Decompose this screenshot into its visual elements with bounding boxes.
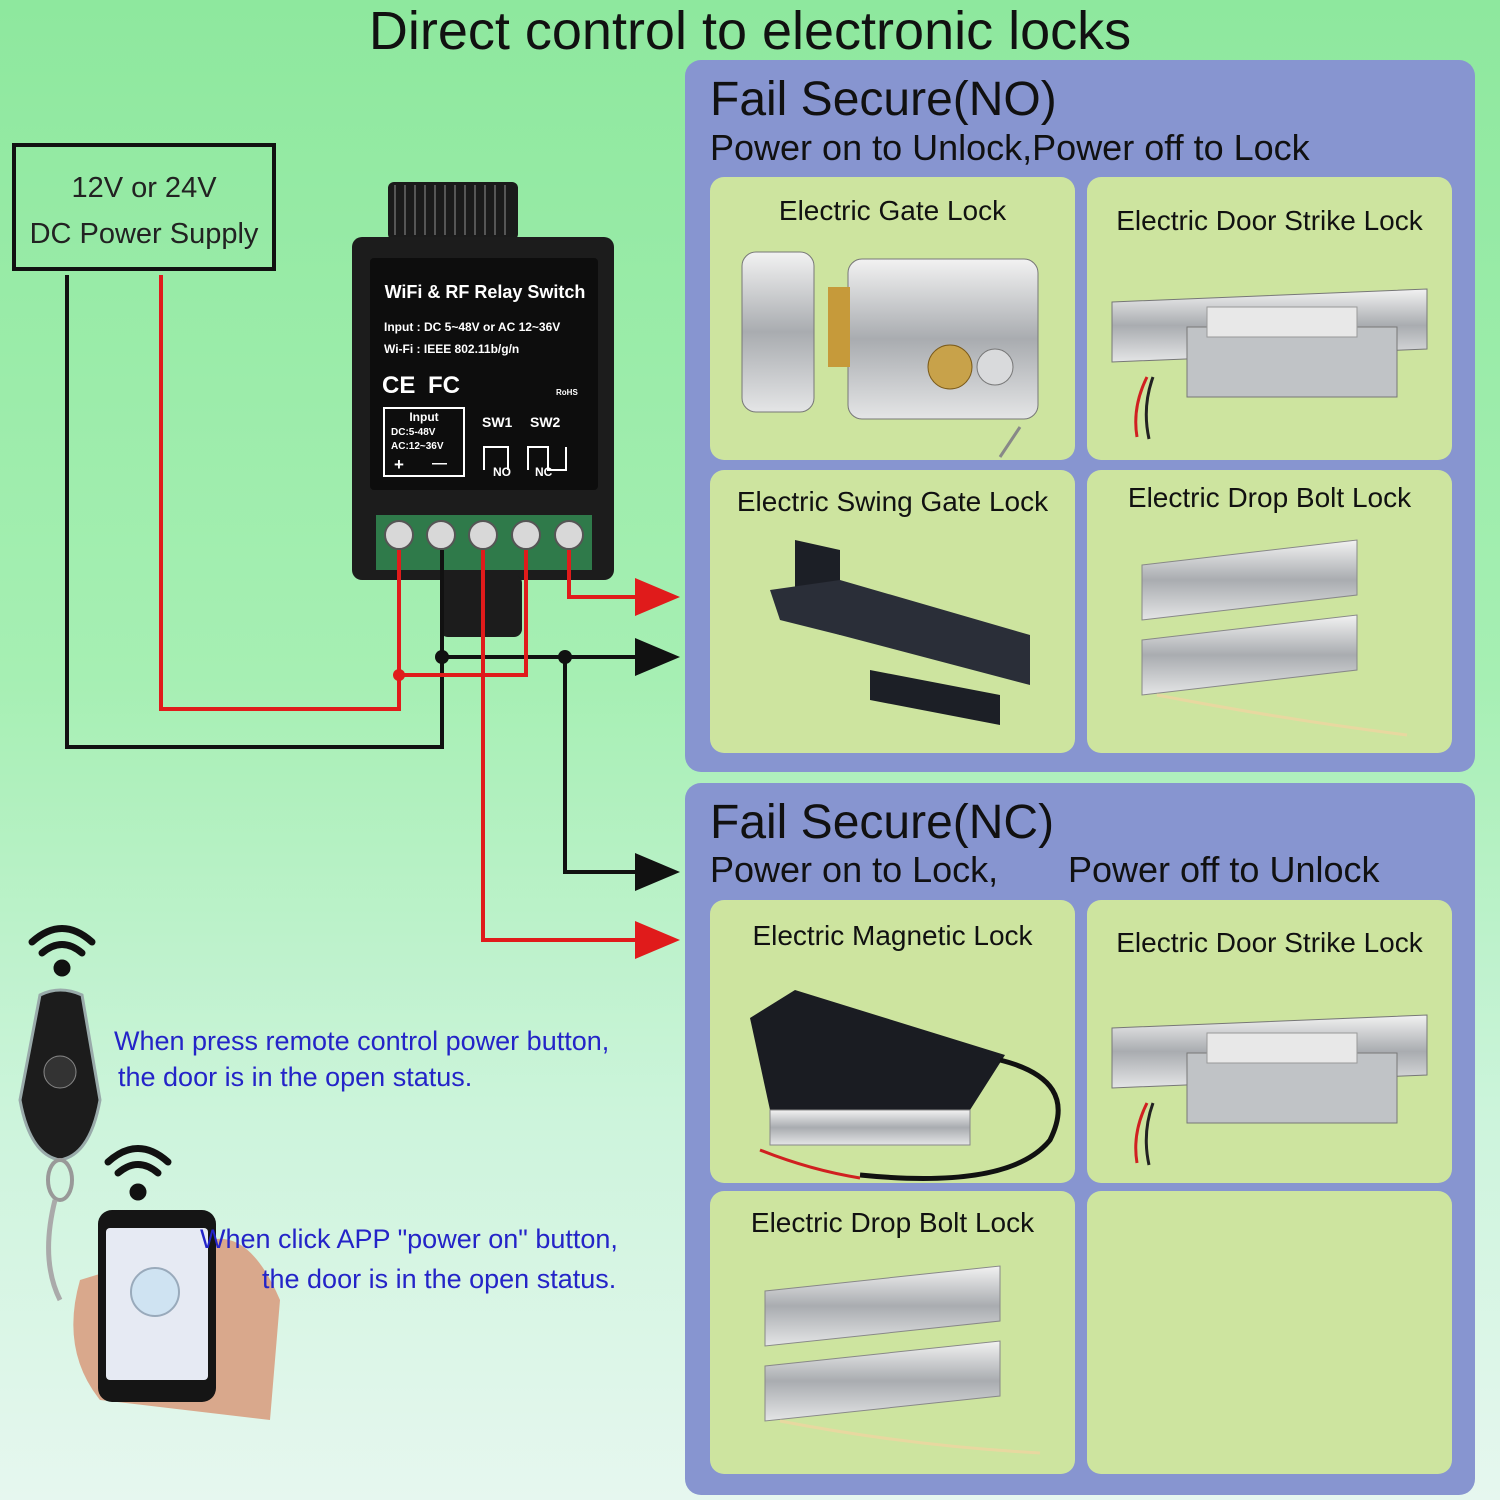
no-label: NO [493,465,511,479]
card-label: Electric Door Strike Lock [1116,927,1423,958]
antenna-coil-icon [388,182,518,240]
arrow-icon [635,921,680,959]
relay-wifi-spec: Wi-Fi : IEEE 802.11b/g/n [384,342,520,356]
card-label: Electric Magnetic Lock [752,920,1033,951]
junction-dot [393,669,405,681]
panel-nc-subtitle-a: Power on to Lock, [710,849,999,890]
input-box-ac: AC:12~36V [391,441,444,452]
card-label: Electric Drop Bolt Lock [1127,482,1412,513]
terminal-screws [384,520,584,550]
black-wires [65,275,640,874]
power-supply-label: DC Power Supply [29,218,259,250]
card-electric-magnetic-lock: Electric Magnetic Lock [710,900,1075,1183]
power-supply-box: 12V or 24V DC Power Supply [12,143,276,271]
drop-bolt-lock-image [1141,539,1408,737]
wifi-icon [104,1145,172,1201]
panel-nc-title: Fail Secure(NC) [710,796,1055,849]
input-plus: + [394,455,404,474]
arrow-icon [635,578,680,616]
card-electric-drop-bolt-lock: Electric Drop Bolt Lock [1087,470,1452,753]
card-label: Electric Drop Bolt Lock [750,1207,1035,1238]
fc-mark: FC [428,372,460,399]
remote-note-line2: the door is in the open status. [118,1062,473,1092]
gate-lock-image [741,251,1039,458]
relay-input-spec: Input : DC 5~48V or AC 12~36V [384,320,561,334]
panel-no-subtitle: Power on to Unlock,Power off to Lock [710,127,1310,168]
card-label: Electric Gate Lock [778,195,1007,226]
card-label: Electric Swing Gate Lock [736,486,1049,517]
wifi-icon [28,925,96,977]
sw1-label: SW1 [482,414,513,430]
panel-no-title: Fail Secure(NO) [710,73,1057,126]
ce-mark: CE [382,372,416,399]
panel-nc-subtitle-b: Power off to Unlock [1068,849,1380,890]
door-strike-lock-image [1111,288,1428,440]
card-electric-door-strike-lock: Electric Door Strike Lock [1087,177,1452,460]
card-electric-door-strike-lock-nc: Electric Door Strike Lock [1087,900,1452,1183]
input-box-dc: DC:5-48V [391,427,436,438]
card-empty [1087,1191,1452,1474]
page-title: Direct control to electronic locks [368,1,1132,61]
swing-gate-lock-image [770,540,1030,725]
sw2-label: SW2 [530,414,561,430]
drop-bolt-lock-image [764,1265,1041,1455]
arrow-icon [635,853,680,891]
card-electric-gate-lock: Electric Gate Lock [710,177,1075,460]
app-note-line1: When click APP "power on" button, [200,1224,618,1254]
nc-label: NC [535,465,553,479]
card-electric-swing-gate-lock: Electric Swing Gate Lock [710,470,1075,753]
junction-dot [435,650,449,664]
junction-dot [558,650,572,664]
input-box-label: Input [409,410,439,424]
card-electric-drop-bolt-lock-nc: Electric Drop Bolt Lock [710,1191,1075,1474]
input-minus: — [432,455,447,472]
panel-fail-secure-no: Fail Secure(NO) Power on to Unlock,Power… [685,60,1475,772]
remote-control-icon [18,988,102,1302]
magnetic-lock-image [750,990,1061,1181]
door-strike-lock-image [1111,1014,1428,1166]
remote-note-line1: When press remote control power button, [114,1026,610,1056]
app-note-line2: the door is in the open status. [262,1264,617,1294]
card-label: Electric Door Strike Lock [1116,205,1423,236]
arrow-icon [635,638,680,676]
power-supply-voltage: 12V or 24V [71,172,217,204]
rohs-mark: RoHS [556,388,578,397]
relay-name: WiFi & RF Relay Switch [384,282,586,302]
panel-fail-secure-nc: Fail Secure(NC) Power on to Lock, Power … [685,783,1475,1495]
